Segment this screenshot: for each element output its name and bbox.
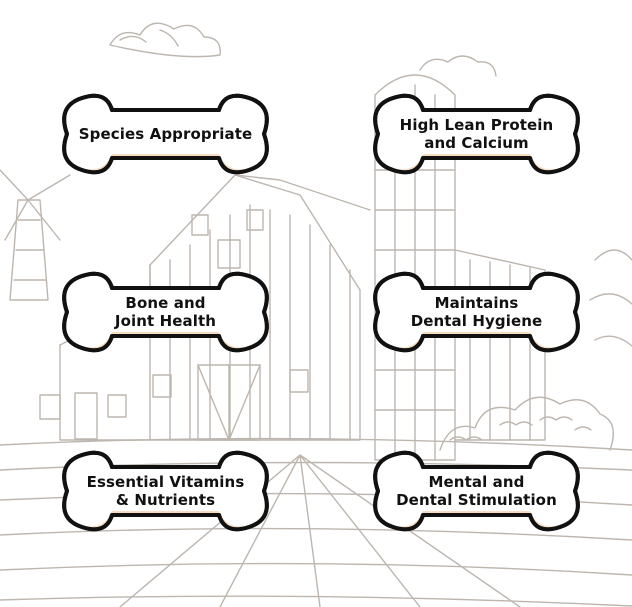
benefit-label-line: & Nutrients	[115, 491, 216, 509]
benefit-bone-bone-joint-health: Bone and Joint Health	[48, 262, 283, 362]
benefit-label-line: Essential Vitamins	[86, 473, 245, 491]
dog-bone-icon	[62, 93, 269, 175]
benefit-bone-species-appropriate: Species Appropriate	[48, 84, 283, 184]
dog-bone-icon	[62, 450, 269, 532]
benefit-label-line: and Calcium	[424, 134, 529, 152]
benefit-label-line: Dental Hygiene	[410, 312, 543, 330]
benefit-label-line: Joint Health	[114, 312, 217, 330]
dog-bone-icon	[373, 271, 580, 353]
benefit-label-line: Maintains	[434, 294, 519, 312]
benefit-label: Mental and Dental Stimulation	[359, 441, 594, 541]
benefit-label: Maintains Dental Hygiene	[359, 262, 594, 362]
benefit-bone-dental-hygiene: Maintains Dental Hygiene	[359, 262, 594, 362]
dog-bone-icon	[373, 93, 580, 175]
dog-bone-icon	[373, 450, 580, 532]
benefit-label-line: Dental Stimulation	[396, 491, 557, 509]
benefit-bone-vitamins-nutrients: Essential Vitamins & Nutrients	[48, 441, 283, 541]
benefit-label-line: Bone and	[125, 294, 206, 312]
benefit-label-line: Species Appropriate	[78, 125, 253, 143]
benefit-label: Bone and Joint Health	[48, 262, 283, 362]
benefit-label: High Lean Protein and Calcium	[359, 84, 594, 184]
benefit-label-line: Mental and	[428, 473, 525, 491]
benefit-label: Essential Vitamins & Nutrients	[48, 441, 283, 541]
benefit-label: Species Appropriate	[48, 84, 283, 184]
benefit-bone-mental-dental-stimulation: Mental and Dental Stimulation	[359, 441, 594, 541]
benefit-label-line: High Lean Protein	[399, 116, 554, 134]
benefit-bone-protein-calcium: High Lean Protein and Calcium	[359, 84, 594, 184]
dog-bone-icon	[62, 271, 269, 353]
